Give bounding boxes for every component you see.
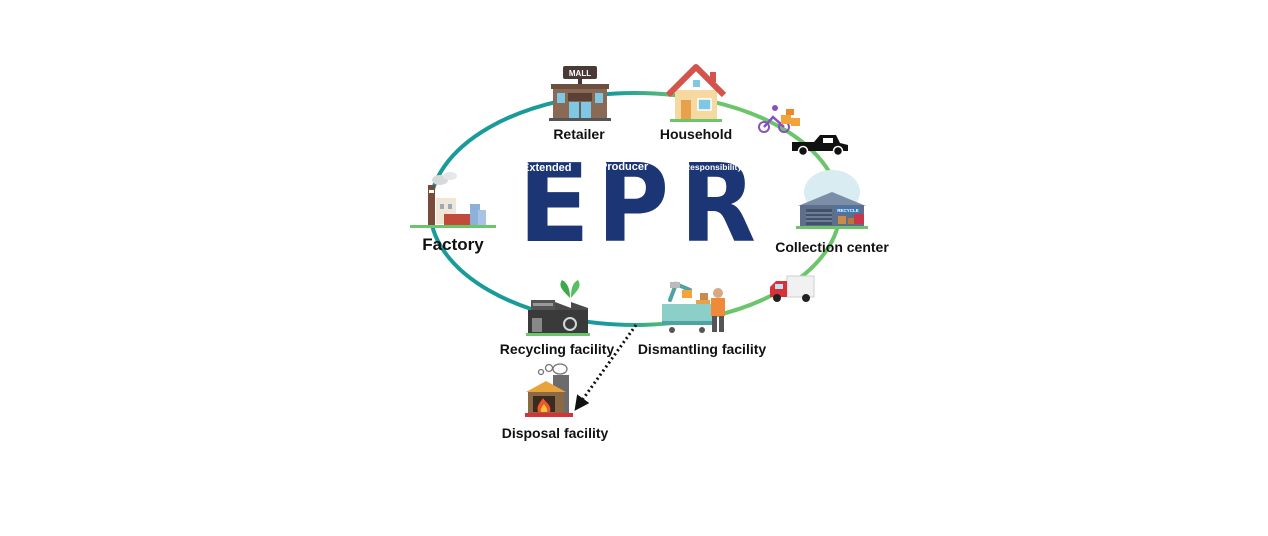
epr-letter-p: P: [597, 142, 669, 267]
disposal-facility-label: Disposal facility: [502, 425, 609, 441]
factory-icon: [410, 172, 496, 228]
epr-word-producer: Producer: [600, 161, 649, 173]
household-label: Household: [660, 126, 732, 142]
incinerator-icon: [525, 363, 573, 417]
retailer-label: Retailer: [553, 126, 605, 142]
epr-word-extended: Extended: [522, 162, 572, 174]
box-truck-icon: [770, 275, 815, 302]
factory-label: Factory: [422, 235, 484, 254]
delivery-scooter-icon: [758, 105, 800, 133]
recycling-factory-icon: [526, 280, 590, 336]
disposal-link-arrow: [574, 324, 638, 411]
mall-building-icon: MALL: [549, 66, 611, 121]
warehouse-sign-text: RECYCLE: [837, 208, 859, 213]
robot-arm-worker-icon: [662, 281, 725, 333]
house-icon: [665, 64, 727, 122]
collection-center-label: Collection center: [775, 239, 889, 255]
recycling-facility-label: Recycling facility: [500, 341, 615, 357]
mall-sign-text: MALL: [569, 69, 591, 78]
dismantling-facility-label: Dismantling facility: [638, 341, 767, 357]
epr-letter-r: R: [680, 142, 756, 267]
pickup-truck-icon: [792, 135, 848, 157]
warehouse-icon: RECYCLE: [796, 170, 868, 229]
epr-logo: E P R Extended Producer Responsibility: [518, 142, 756, 267]
epr-letter-e: E: [518, 142, 590, 267]
epr-word-responsibility: Responsibility: [684, 162, 742, 172]
